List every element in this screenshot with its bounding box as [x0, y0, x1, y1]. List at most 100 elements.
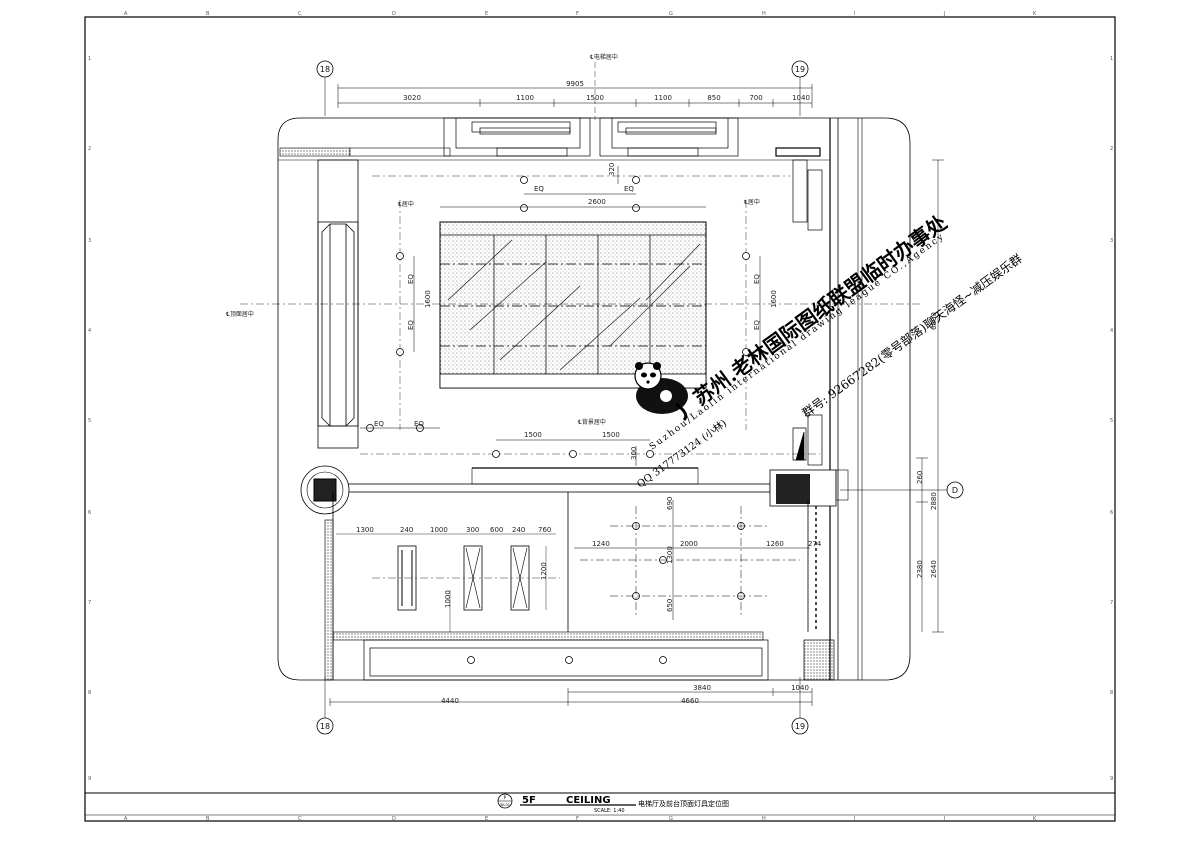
axis-bubble-19-top: 19: [791, 60, 809, 78]
svg-text:19: 19: [795, 65, 805, 74]
svg-text:E: E: [485, 816, 488, 822]
svg-text:A: A: [124, 11, 128, 17]
svg-text:2: 2: [88, 146, 91, 152]
grid-reference-rows: 1 2 3 4 5 6 7 8 9 1 2 3 4 5 6 7 8 9: [88, 56, 1113, 782]
watermark-line-3: 群号: 92667282(零号部落)聊天海怪~减压娱乐群: [799, 251, 1025, 421]
axis-bubble-18-top: 18: [316, 60, 334, 78]
downlight: [632, 204, 640, 212]
dimension-top: [337, 84, 813, 108]
grid-reference-bottom: A B C D E F G H I J K: [124, 816, 1037, 822]
downlight: [742, 348, 750, 356]
dimension-bottom: [329, 688, 813, 706]
dim-300: 300: [630, 447, 638, 460]
dim-1040-bottom: 1040: [791, 684, 809, 692]
downlight: [396, 348, 404, 356]
dim-1300-v: 1300: [666, 546, 674, 564]
dim-260: 260: [916, 471, 924, 484]
dim-eq-left-down: EQ: [407, 320, 415, 330]
svg-text:5: 5: [88, 418, 91, 424]
dim-1260: 1260: [766, 540, 784, 548]
dim-1100-b: 1100: [654, 94, 672, 102]
axis-bubble-19-bottom: 19: [791, 717, 809, 735]
center-guides: [240, 175, 920, 455]
svg-text:I: I: [854, 11, 855, 17]
dim-overall-top: 9905: [566, 80, 584, 88]
left-vertical-fixture: [317, 159, 359, 449]
dim-240-a: 240: [400, 526, 413, 534]
dim-1040-top: 1040: [792, 94, 810, 102]
centerline-label-left-mid: ℄居中: [398, 200, 414, 208]
downlight: [520, 176, 528, 184]
dim-2000: 2000: [680, 540, 698, 548]
lower-left-room: [324, 492, 764, 681]
sheet-border: [84, 16, 1116, 822]
svg-text:G: G: [669, 11, 673, 17]
svg-text:19: 19: [795, 722, 805, 731]
svg-text:2: 2: [1110, 146, 1113, 152]
dim-eq-right: EQ: [624, 185, 634, 193]
downlight: [742, 252, 750, 260]
centerline-label-top: ℄电梯居中: [590, 53, 618, 61]
reception-divider: [339, 467, 771, 493]
dim-6000: 6000: [930, 312, 938, 330]
svg-text:H: H: [762, 816, 766, 822]
svg-text:B: B: [206, 816, 210, 822]
dim-1100-a: 1100: [516, 94, 534, 102]
svg-text:8: 8: [88, 690, 91, 696]
dim-1500-left: 1500: [524, 431, 542, 439]
svg-text:D: D: [392, 816, 396, 822]
svg-text:G: G: [669, 816, 673, 822]
axis-bubbles: 18 19 18 19 D: [316, 60, 964, 735]
svg-text:K: K: [1033, 816, 1037, 822]
downlight: [646, 450, 654, 458]
dim-1200-v: 1200: [540, 562, 548, 580]
dim-eq-right-down: EQ: [753, 320, 761, 330]
centerline-label-right-mid: ℄居中: [744, 198, 760, 206]
svg-text:A: A: [124, 816, 128, 822]
dim-4440: 4440: [441, 697, 459, 705]
dim-2380: 2380: [916, 560, 924, 578]
svg-text:7: 7: [1110, 600, 1113, 606]
downlights: [366, 176, 750, 664]
dim-3840: 3840: [693, 684, 711, 692]
svg-text:D: D: [392, 11, 396, 17]
dim-690: 690: [666, 497, 674, 510]
svg-text:6: 6: [1110, 510, 1113, 516]
dimension-right: [916, 159, 944, 633]
dim-2640: 2640: [930, 560, 938, 578]
inner-dimension-lines: [360, 166, 761, 466]
lower-corridor: [363, 639, 835, 681]
svg-text:1: 1: [1110, 56, 1113, 62]
dim-eq-left-up: EQ: [407, 274, 415, 284]
title-symbol-bottom: SK-01: [500, 803, 510, 807]
dim-1000: 1000: [430, 526, 448, 534]
downlight: [659, 656, 667, 664]
centerline-label-bottom: ℄背景居中: [578, 418, 606, 426]
downlight: [492, 450, 500, 458]
svg-text:D: D: [952, 486, 958, 495]
svg-text:8: 8: [1110, 690, 1113, 696]
svg-text:3: 3: [88, 238, 91, 244]
title-block: P SK-01 5F CEILING SCALE: 1:40 电梯厅及前台顶面灯…: [497, 793, 729, 814]
title-scale: SCALE: 1:40: [594, 808, 625, 814]
dim-600: 600: [490, 526, 503, 534]
dim-eq-bottom-1: EQ: [374, 420, 384, 428]
svg-text:H: H: [762, 11, 766, 17]
dim-1600-right: 1600: [770, 290, 778, 308]
dim-1300-left: 1300: [356, 526, 374, 534]
round-column: [300, 465, 350, 515]
downlight: [396, 252, 404, 260]
central-ceiling-panel: [439, 221, 707, 389]
downlight: [565, 656, 573, 664]
lower-right-room: [574, 500, 817, 632]
svg-text:E: E: [485, 11, 488, 17]
title-floor: 5F: [522, 795, 536, 806]
dim-1240: 1240: [592, 540, 610, 548]
watermark-line-1: 苏州.老林国际图纸联盟临时办事处: [689, 210, 952, 410]
svg-text:18: 18: [320, 722, 330, 731]
grid-reference-top: A B C D E F G H I J K: [124, 11, 1037, 17]
title-ceiling: CEILING: [566, 795, 611, 806]
svg-text:18: 18: [320, 65, 330, 74]
